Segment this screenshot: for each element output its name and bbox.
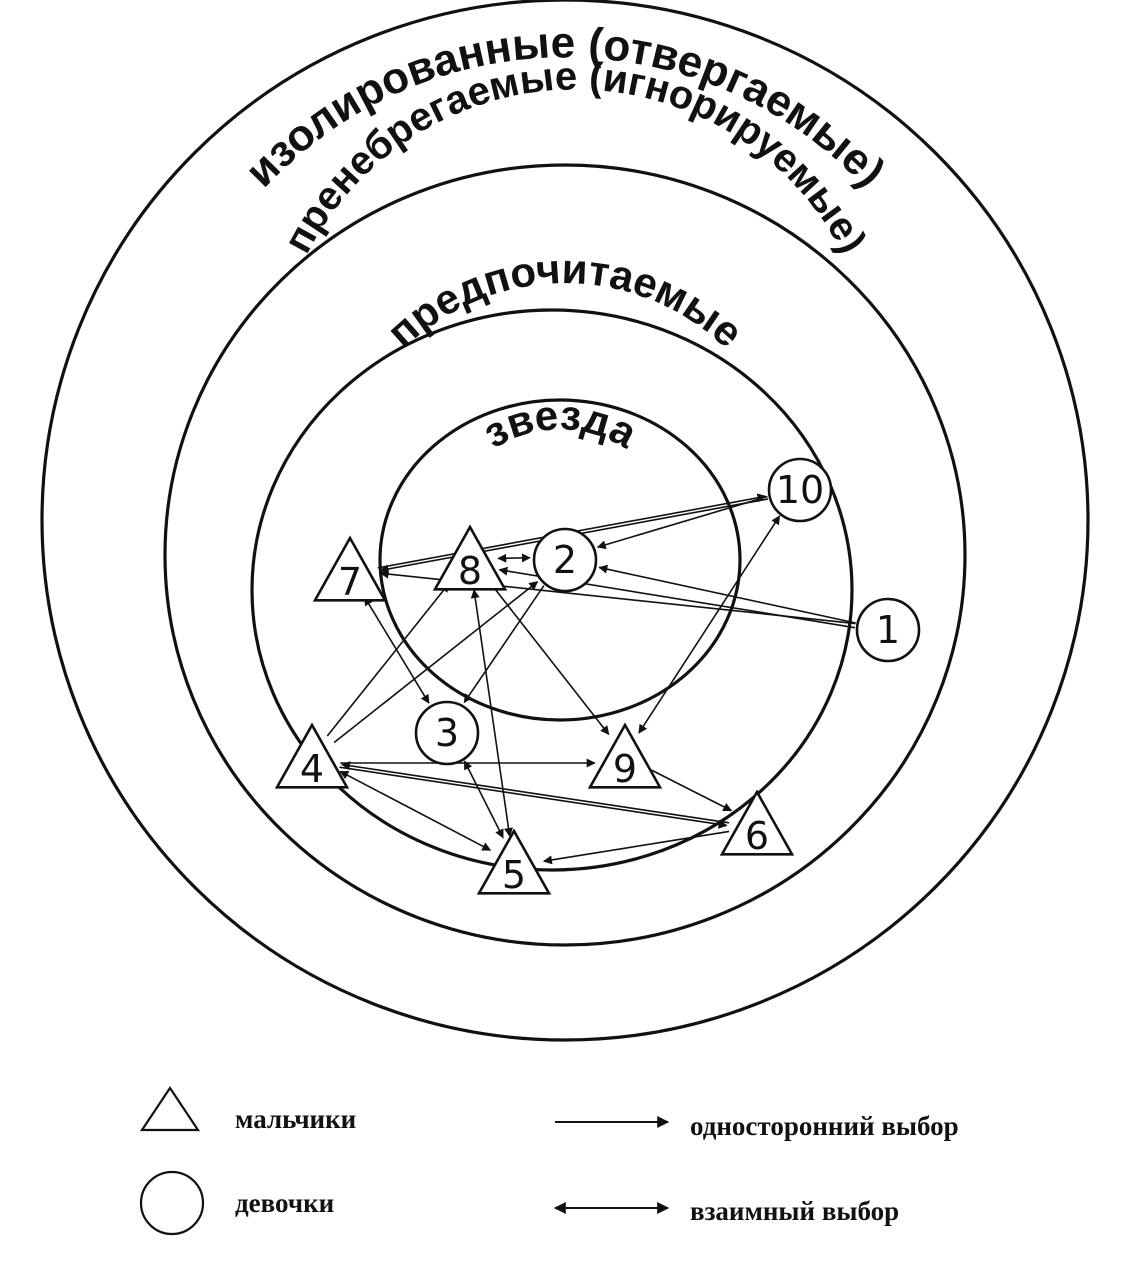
boy-triangle-icon — [312, 535, 388, 602]
boy-triangle-icon — [587, 722, 663, 789]
node-number: 8 — [458, 549, 482, 593]
edge-6-to-4 — [341, 761, 730, 824]
ring-isolated — [40, 0, 1090, 1042]
girl-circle-icon — [532, 527, 598, 593]
girl-circle-icon — [855, 597, 921, 663]
legend-mutual-label: взаимный выбор — [690, 1196, 899, 1226]
edge-6-to-5 — [542, 830, 730, 865]
node-number: 5 — [502, 853, 526, 897]
member-nodes: 1 2 3 4 5 6 7 8 9 10 — [274, 457, 921, 897]
edge-10-to-9 — [638, 515, 781, 734]
node-number: 2 — [553, 538, 577, 582]
node-4: 4 — [274, 722, 350, 791]
ring-neglected — [163, 163, 967, 947]
edge-9-to-6 — [651, 769, 733, 812]
node-number: 7 — [338, 560, 362, 604]
boy-triangle-icon — [274, 722, 350, 789]
boy-triangle-icon — [476, 828, 552, 895]
legend: мальчики девочки односторонний выбор вза… — [139, 1086, 959, 1236]
edge-4-to-8 — [326, 583, 450, 737]
node-3: 3 — [414, 700, 480, 766]
legend-triangle-icon — [139, 1086, 201, 1132]
node-7: 7 — [312, 535, 388, 604]
node-5: 5 — [476, 828, 552, 897]
edge-8-to-2 — [497, 553, 531, 563]
edge-3-to-5 — [463, 760, 504, 839]
node-8: 8 — [432, 524, 508, 593]
node-number: 9 — [613, 747, 637, 791]
zone-rings — [40, 0, 1090, 1042]
node-number: 6 — [745, 814, 769, 858]
ring-preferred — [250, 308, 854, 872]
node-10: 10 — [767, 457, 833, 523]
girl-circle-icon — [767, 457, 833, 523]
node-number: 10 — [776, 468, 824, 512]
node-number: 1 — [876, 608, 900, 652]
boy-triangle-icon — [432, 524, 508, 591]
edge-8-to-5 — [470, 589, 513, 837]
girl-circle-icon — [414, 700, 480, 766]
node-9: 9 — [587, 722, 663, 791]
legend-one-way-label: односторонний выбор — [690, 1111, 959, 1141]
legend-circle-icon — [139, 1170, 205, 1236]
node-number: 4 — [300, 747, 324, 791]
legend-boys-label: мальчики — [235, 1104, 356, 1134]
node-number: 3 — [435, 711, 459, 755]
edge-5-to-4 — [339, 770, 492, 851]
node-6: 6 — [719, 789, 795, 858]
boy-triangle-icon — [719, 789, 795, 856]
node-2: 2 — [532, 527, 598, 593]
legend-girls-label: девочки — [235, 1188, 334, 1218]
zone-label-preferred: предпочитаемые — [378, 245, 752, 356]
edge-4-to-6 — [339, 766, 728, 829]
node-1: 1 — [855, 597, 921, 663]
